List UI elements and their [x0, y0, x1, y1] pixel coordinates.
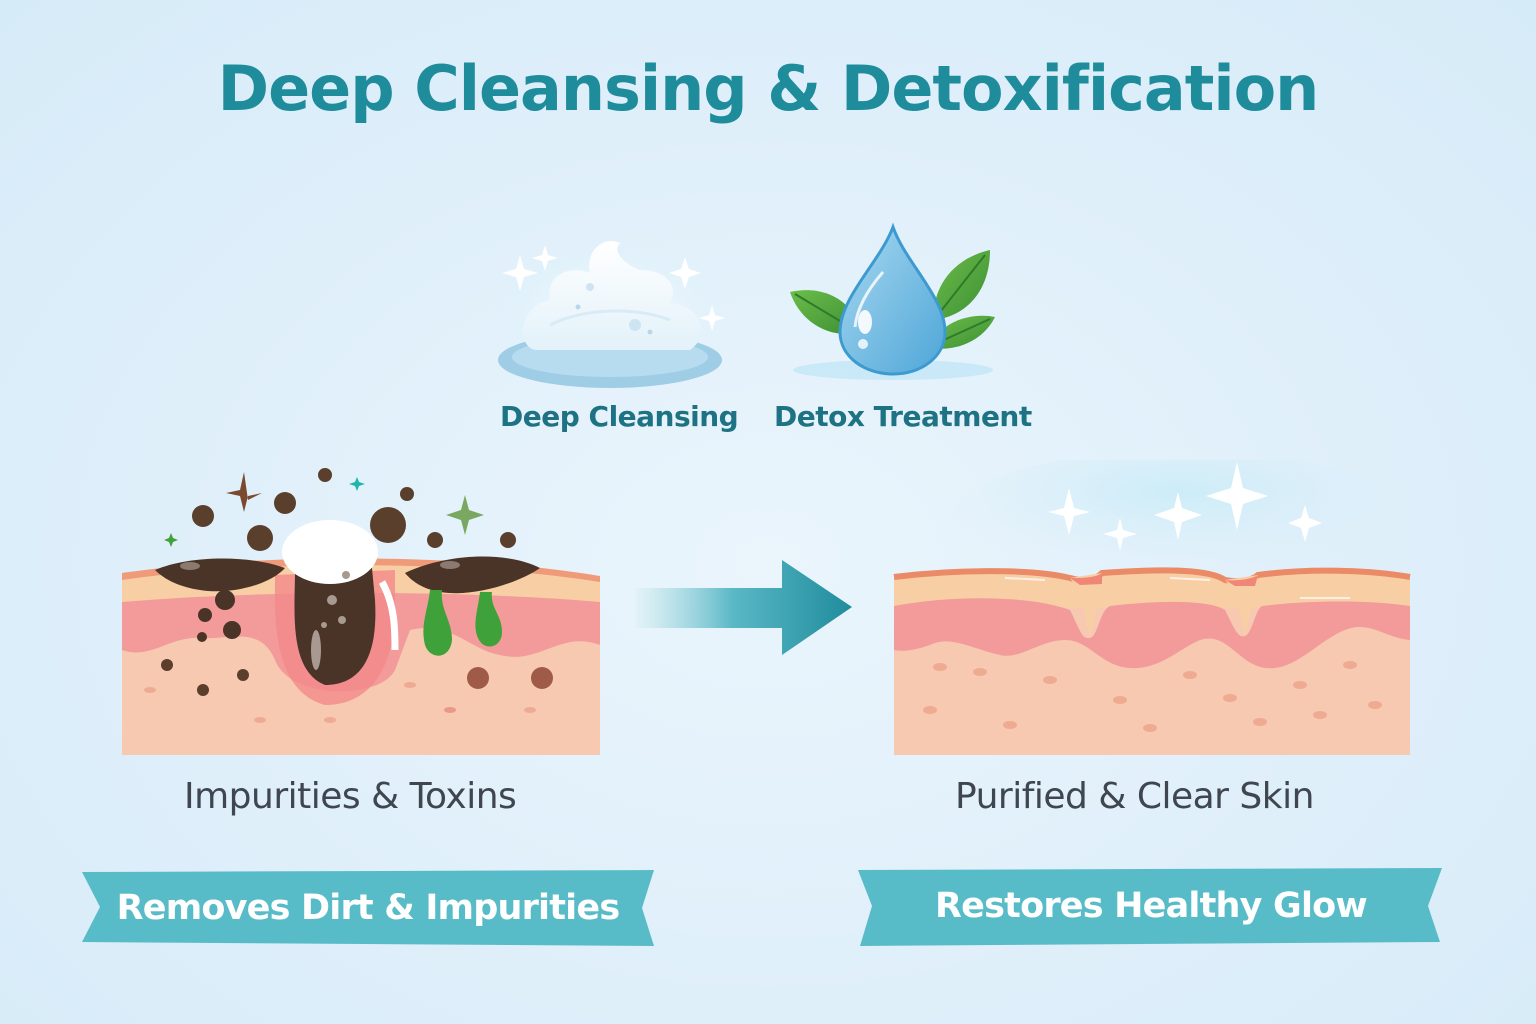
after-banner: Restores Healthy Glow [858, 868, 1444, 946]
right-arrow-icon [630, 560, 860, 665]
foam-bubbles-icon [495, 241, 725, 390]
before-banner-text: Removes Dirt & Impurities [116, 888, 621, 928]
before-caption: Impurities & Toxins [184, 776, 517, 817]
deep-cleansing-label: Deep Cleansing [500, 400, 739, 433]
deep-cleansing-feature [490, 225, 730, 395]
detox-treatment-label: Detox Treatment [774, 400, 1032, 433]
water-drop-leaves-icon [790, 222, 995, 380]
after-caption: Purified & Clear Skin [955, 776, 1314, 817]
detox-treatment-feature [785, 222, 1000, 397]
before-banner: Removes Dirt & Impurities [80, 870, 656, 946]
clogged-skin-illustration [110, 460, 610, 760]
page-title: Deep Cleansing & Detoxification [217, 52, 1320, 125]
after-banner-text: Restores Healthy Glow [935, 886, 1368, 926]
clear-skin-illustration [890, 450, 1420, 760]
